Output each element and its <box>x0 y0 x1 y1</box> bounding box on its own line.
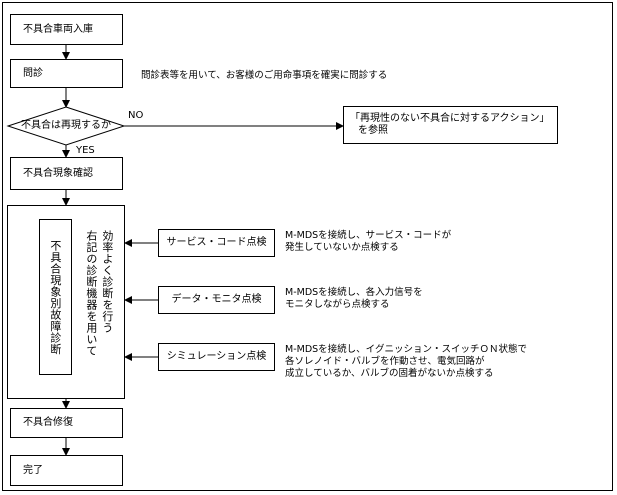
check-data-desc: M-MDSを接続し、各入力信号を モニタしながら点検する <box>285 287 423 311</box>
check-sim-desc-line3: 成立しているか、バルブの固着がないか点検する <box>285 367 494 379</box>
step-receive-label: 不具合車両入庫 <box>23 23 93 35</box>
check-sim-desc-line1: M-MDSを接続し、イグニッション・スイッチＯＮ状態で <box>285 344 527 355</box>
step-repair-label: 不具合修復 <box>23 417 73 428</box>
step-confirm: 不具合現象確認 <box>10 157 123 190</box>
diagnosis-method-label: 不具合現象別故障診断 <box>48 240 62 355</box>
step-complete: 完了 <box>10 455 123 486</box>
decision-label: 不具合は再現するか <box>21 120 111 131</box>
check-service-desc-line1: M-MDSを接続し、サービス・コードが <box>285 230 452 241</box>
check-sim-label: シミュレーション点検 <box>166 351 267 362</box>
diagram-frame <box>2 2 613 491</box>
check-data-label: データ・モニタ点検 <box>171 294 262 305</box>
step-receive: 不具合車両入庫 <box>10 14 123 45</box>
step-confirm-label: 不具合現象確認 <box>23 167 93 179</box>
step-interview-label: 問診 <box>23 67 43 79</box>
check-service-desc-line2: 発生していないか点検する <box>285 241 399 253</box>
check-data-desc-line1: M-MDSを接続し、各入力信号を <box>285 287 423 298</box>
step-repair: 不具合修復 <box>10 408 123 438</box>
diagnosis-method-box <box>39 219 72 375</box>
check-service-desc: M-MDSを接続し、サービス・コードが 発生していないか点検する <box>285 230 451 254</box>
check-data-desc-line2: モニタしながら点検する <box>285 298 390 310</box>
diagnosis-instruction-line1: 右記の診断機器を用いて <box>84 230 98 357</box>
check-sim-desc-line2: 各ソレノイド・バルブを作動させ、電気回路が <box>285 355 485 367</box>
check-sim-box: シミュレーション点検 <box>158 343 275 371</box>
decision-diamond <box>6 106 126 146</box>
interview-note: 問診表等を用いて、お客様のご用命事項を確実に問診する <box>141 70 388 81</box>
no-action-line1: 「再現性のない不具合に対するアクション」 <box>350 113 550 124</box>
check-data-box: データ・モニタ点検 <box>158 286 275 314</box>
step-interview: 問診 <box>10 59 123 88</box>
diagnosis-instruction-line2: 効率よく診断を行う <box>100 230 114 334</box>
check-service-box: サービス・コード点検 <box>158 229 275 257</box>
check-service-label: サービス・コード点検 <box>166 237 267 248</box>
check-sim-desc: M-MDSを接続し、イグニッション・スイッチＯＮ状態で 各ソレノイド・バルブを作… <box>285 344 527 380</box>
no-label: NO <box>128 110 144 121</box>
no-action-line2: を参照 <box>358 125 388 136</box>
yes-label: YES <box>76 145 95 156</box>
step-complete-label: 完了 <box>23 464 43 476</box>
no-action-box: 「再現性のない不具合に対するアクション」 を参照 <box>343 106 558 144</box>
